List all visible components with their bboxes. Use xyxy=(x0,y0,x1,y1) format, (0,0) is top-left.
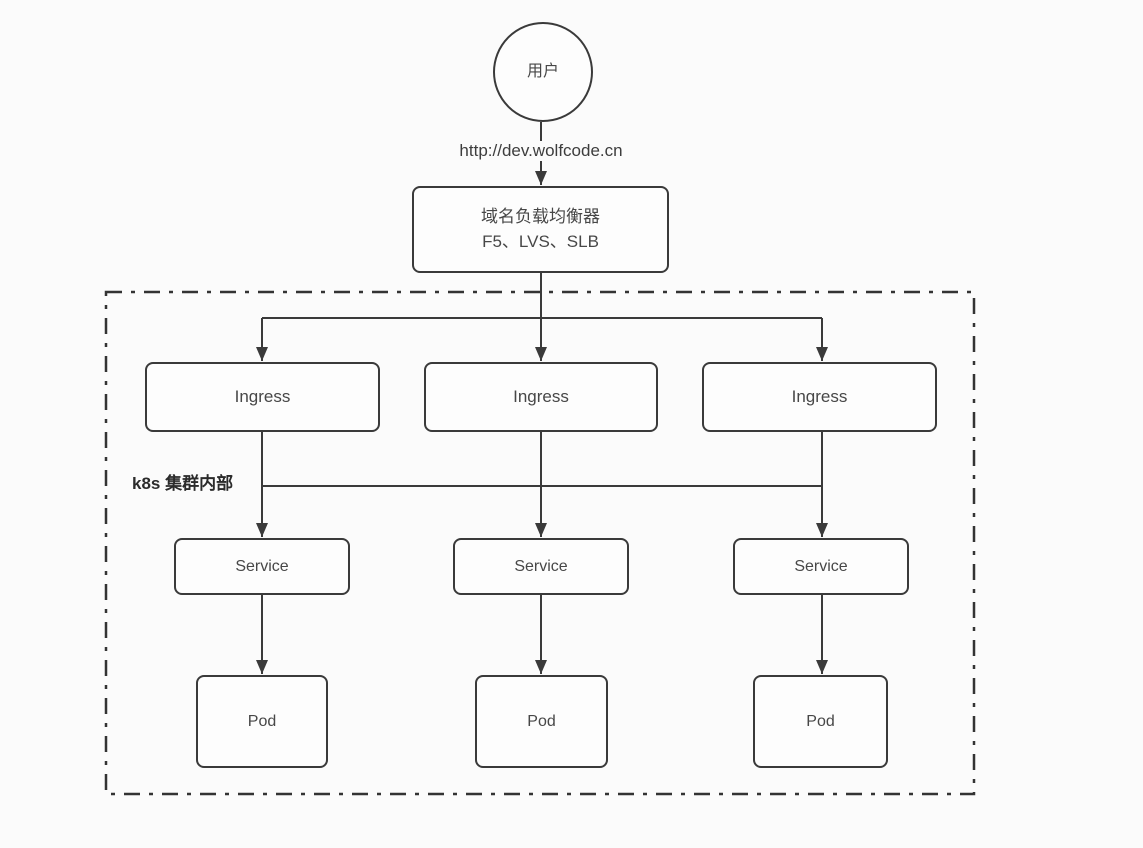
request-url-label: http://dev.wolfcode.cn xyxy=(454,141,628,161)
pod-node-2: Pod xyxy=(475,675,608,768)
pod-node-label: Pod xyxy=(806,712,835,730)
service-node-3: Service xyxy=(733,538,909,595)
cluster-label: k8s 集群内部 xyxy=(132,474,234,493)
pod-node-label: Pod xyxy=(527,712,556,730)
service-node-label: Service xyxy=(794,557,848,575)
pod-node-1: Pod xyxy=(196,675,328,768)
pod-node-label: Pod xyxy=(247,712,277,730)
load-balancer-node: 域名负载均衡器 F5、LVS、SLB xyxy=(412,186,669,273)
pod-node-3: Pod xyxy=(753,675,888,768)
user-node: 用户 xyxy=(493,22,593,122)
service-node-1: Service xyxy=(174,538,350,595)
load-balancer-title: 域名负载均衡器 xyxy=(481,206,600,226)
ingress-node-2: Ingress xyxy=(424,362,658,432)
service-node-label: Service xyxy=(514,557,568,575)
service-node-label: Service xyxy=(235,557,289,575)
user-node-label: 用户 xyxy=(526,63,559,81)
ingress-node-label: Ingress xyxy=(791,386,848,406)
ingress-node-label: Ingress xyxy=(513,386,569,406)
load-balancer-subtitle: F5、LVS、SLB xyxy=(482,231,599,251)
ingress-node-1: Ingress xyxy=(145,362,380,432)
ingress-node-label: Ingress xyxy=(234,386,291,406)
ingress-node-3: Ingress xyxy=(702,362,937,432)
service-node-2: Service xyxy=(453,538,629,595)
